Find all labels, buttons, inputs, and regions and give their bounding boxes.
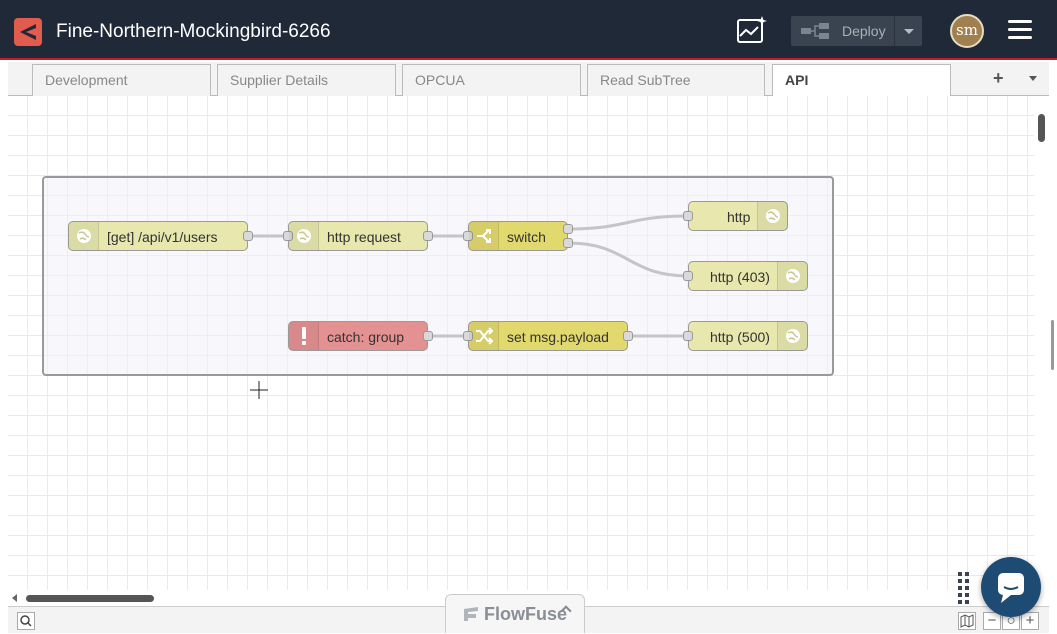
deploy-icon — [801, 23, 829, 39]
output-port[interactable] — [423, 231, 433, 241]
input-port[interactable] — [463, 231, 473, 241]
tab-supplier-details[interactable]: Supplier Details — [217, 64, 396, 96]
zoom-out-button[interactable]: − — [983, 612, 1001, 630]
vertical-scroll-thumb[interactable] — [1038, 114, 1045, 142]
output-port[interactable] — [623, 331, 633, 341]
flowfuse-logo-icon[interactable] — [14, 18, 42, 46]
deploy-menu-caret-icon[interactable] — [904, 29, 914, 34]
output-port[interactable] — [423, 331, 433, 341]
globe-icon — [289, 222, 319, 250]
app-header: Fine-Northern-Mockingbird-6266 Deploy sm — [0, 0, 1057, 60]
project-title: Fine-Northern-Mockingbird-6266 — [56, 21, 331, 42]
search-button[interactable] — [17, 612, 35, 630]
sidebar-resize-handle[interactable] — [1051, 320, 1054, 370]
node-http-response[interactable]: http — [683, 201, 788, 231]
crosshair-cursor-icon — [250, 381, 268, 399]
node-label: set msg.payload — [507, 329, 609, 345]
globe-icon — [777, 322, 807, 350]
deploy-separator — [894, 16, 895, 46]
node-label: http request — [327, 229, 401, 245]
navigator-map-button[interactable] — [958, 612, 976, 630]
input-port[interactable] — [683, 271, 693, 281]
deploy-label: Deploy — [842, 23, 886, 39]
tab-read-subtree[interactable]: Read SubTree — [587, 64, 765, 96]
output-port-2[interactable] — [563, 238, 573, 248]
node-catch[interactable]: catch: group — [288, 321, 433, 351]
flowfuse-brand: FlowFuse — [484, 604, 568, 624]
input-port[interactable] — [683, 331, 693, 341]
chat-button[interactable] — [981, 557, 1041, 617]
drag-handle-icon[interactable] — [958, 572, 972, 604]
chat-icon — [998, 573, 1024, 603]
switch-icon — [469, 222, 499, 250]
output-port-1[interactable] — [563, 224, 573, 234]
node-change[interactable]: set msg.payload — [463, 321, 633, 351]
map-icon — [960, 614, 974, 628]
zoom-in-button[interactable]: + — [1021, 612, 1039, 630]
search-icon — [20, 615, 32, 627]
input-port[interactable] — [463, 331, 473, 341]
tab-api[interactable]: API — [772, 64, 951, 97]
node-http-response-500[interactable]: http (500) — [683, 321, 808, 351]
scroll-left-arrow-icon[interactable] — [12, 594, 17, 602]
add-tab-button[interactable]: + — [993, 68, 1004, 88]
node-label: http — [727, 209, 751, 225]
globe-icon — [69, 222, 99, 250]
input-port[interactable] — [283, 231, 293, 241]
vertical-scrollbar[interactable] — [1034, 96, 1049, 590]
node-label: catch: group — [327, 329, 405, 345]
flowfuse-icon — [464, 607, 478, 621]
node-http-in[interactable]: [get] /api/v1/users — [68, 221, 253, 251]
output-port[interactable] — [243, 231, 253, 241]
input-port[interactable] — [683, 211, 693, 221]
globe-icon — [777, 262, 807, 290]
node-label: [get] /api/v1/users — [107, 229, 218, 245]
shuffle-icon — [469, 322, 499, 350]
ai-assistant-icon[interactable] — [734, 14, 770, 46]
alert-icon — [289, 322, 319, 350]
workspace-tabs: Development Supplier Details OPCUA Read … — [8, 62, 1049, 97]
node-http-response-403[interactable]: http (403) — [683, 261, 808, 291]
user-avatar[interactable]: sm — [950, 14, 984, 48]
node-switch[interactable]: switch — [463, 221, 573, 251]
node-http-request[interactable]: http request — [283, 221, 433, 251]
horizontal-scroll-thumb[interactable] — [26, 595, 154, 602]
hamburger-menu-icon[interactable] — [1008, 20, 1034, 42]
tab-list-menu-icon[interactable] — [1029, 76, 1037, 81]
flowfuse-expert-toggle[interactable]: FlowFuse — [445, 594, 585, 633]
deploy-button[interactable]: Deploy — [791, 16, 922, 46]
node-label: switch — [507, 229, 546, 245]
node-label: http (403) — [710, 269, 770, 285]
node-label: http (500) — [710, 329, 770, 345]
globe-icon — [757, 202, 787, 230]
tab-development[interactable]: Development — [32, 64, 211, 96]
tab-opcua[interactable]: OPCUA — [402, 64, 581, 96]
